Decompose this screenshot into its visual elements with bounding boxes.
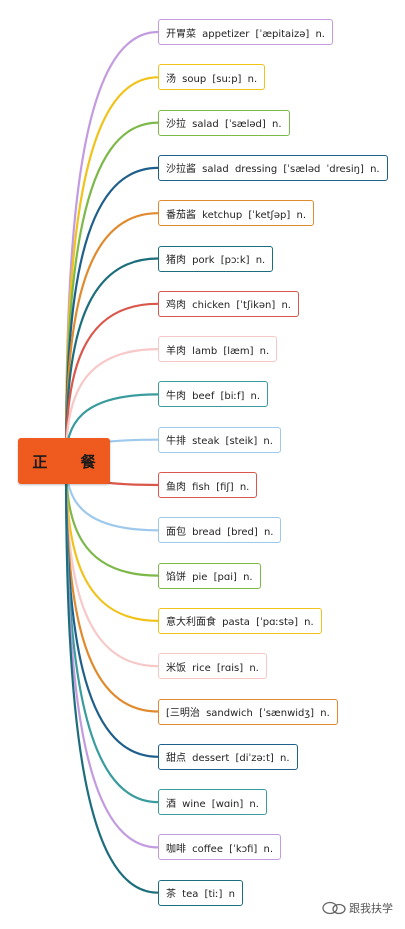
branch-node[interactable]: 开胃菜 appetizer [ˈæpitaizə] n.: [158, 19, 333, 45]
branch-node[interactable]: 鱼肉 fish [fiʃ] n.: [158, 472, 258, 498]
branch-node[interactable]: 牛肉 beef [biːf] n.: [158, 381, 269, 408]
branch-label: 茶 tea [tiː] n: [166, 889, 235, 901]
watermark-text: 跟我扶学: [349, 902, 393, 915]
branch-label: 猪肉 pork [pɔːk] n.: [166, 255, 266, 266]
branch-label: 咖啡 coffee [ˈkɔfi] n.: [166, 843, 273, 855]
branch-node[interactable]: 羊肉 lamb [læm] n.: [158, 336, 278, 363]
branch-node[interactable]: 意大利面食 pasta [ˈpɑːstə] n.: [158, 607, 322, 634]
branch-label: 酒 wine [wɑin] n.: [166, 798, 259, 810]
branch-label: 汤 soup [suːp] n.: [166, 73, 258, 85]
branch-node[interactable]: 沙拉 salad [ˈsæləd] n.: [158, 109, 290, 136]
branch-label: 牛排 steak [steik] n.: [166, 436, 273, 448]
branch-label: 番茄酱 ketchup [ˈketʃəp] n.: [166, 209, 307, 221]
branch-node[interactable]: 咖啡 coffee [ˈkɔfi] n.: [158, 834, 281, 861]
branch-node[interactable]: 米饭 rice [rɑis] n.: [158, 653, 267, 680]
wechat-icon: [322, 901, 346, 915]
branch-link: [64, 460, 159, 668]
watermark: 跟我扶学: [322, 900, 393, 916]
branch-node[interactable]: [三明治 sandwich [ˈsænwidʒ] n.: [158, 698, 338, 725]
branch-node[interactable]: 茶 tea [tiː] n: [158, 879, 243, 906]
branch-node[interactable]: 番茄酱 ketchup [ˈketʃəp] n.: [158, 200, 315, 227]
branch-link: [64, 460, 159, 713]
branch-node[interactable]: 馅饼 pie [pɑi] n.: [158, 562, 261, 589]
branch-label: 馅饼 pie [pɑi] n.: [166, 572, 253, 584]
branch-node[interactable]: 汤 soup [suːp] n.: [158, 64, 266, 91]
branch-node[interactable]: 甜点 dessert [diˈzəːt] n.: [158, 743, 298, 770]
branch-label: 沙拉 salad [ˈsæləd] n.: [166, 119, 282, 131]
branch-label: 鸡肉 chicken [ˈtʃikən] n.: [166, 300, 291, 312]
branch-node[interactable]: 鸡肉 chicken [ˈtʃikən] n.: [158, 290, 299, 317]
branch-node[interactable]: 酒 wine [wɑin] n.: [158, 789, 267, 816]
branch-label: 甜点 dessert [diˈzəːt] n.: [166, 753, 290, 765]
root-node[interactable]: 正 餐: [18, 438, 110, 484]
branch-label: 沙拉酱 salad dressing [ˈsæləd ˈdresiŋ] n.: [166, 164, 380, 176]
branch-label: 羊肉 lamb [læm] n.: [166, 345, 270, 357]
branch-node[interactable]: 沙拉酱 salad dressing [ˈsæləd ˈdresiŋ] n.: [158, 154, 388, 181]
branch-node[interactable]: 猪肉 pork [pɔːk] n.: [158, 245, 274, 272]
branch-link: [64, 30, 159, 462]
branch-link: [64, 460, 159, 894]
branch-node[interactable]: 牛排 steak [steik] n.: [158, 426, 281, 453]
branch-label: 鱼肉 fish [fiʃ] n.: [166, 481, 250, 493]
branch-link: [64, 212, 159, 462]
branch-label: [三明治 sandwich [ˈsænwidʒ] n.: [166, 708, 330, 719]
root-label: 正 餐: [32, 452, 110, 471]
branch-label: 面包 bread [bred] n.: [166, 526, 274, 538]
branch-label: 牛肉 beef [biːf] n.: [166, 390, 261, 402]
branch-node[interactable]: 面包 bread [bred] n.: [158, 517, 282, 544]
branch-label: 米饭 rice [rɑis] n.: [166, 662, 259, 674]
branch-label: 意大利面食 pasta [ˈpɑːstə] n.: [166, 617, 314, 629]
branch-label: 开胃菜 appetizer [ˈæpitaizə] n.: [166, 28, 325, 40]
